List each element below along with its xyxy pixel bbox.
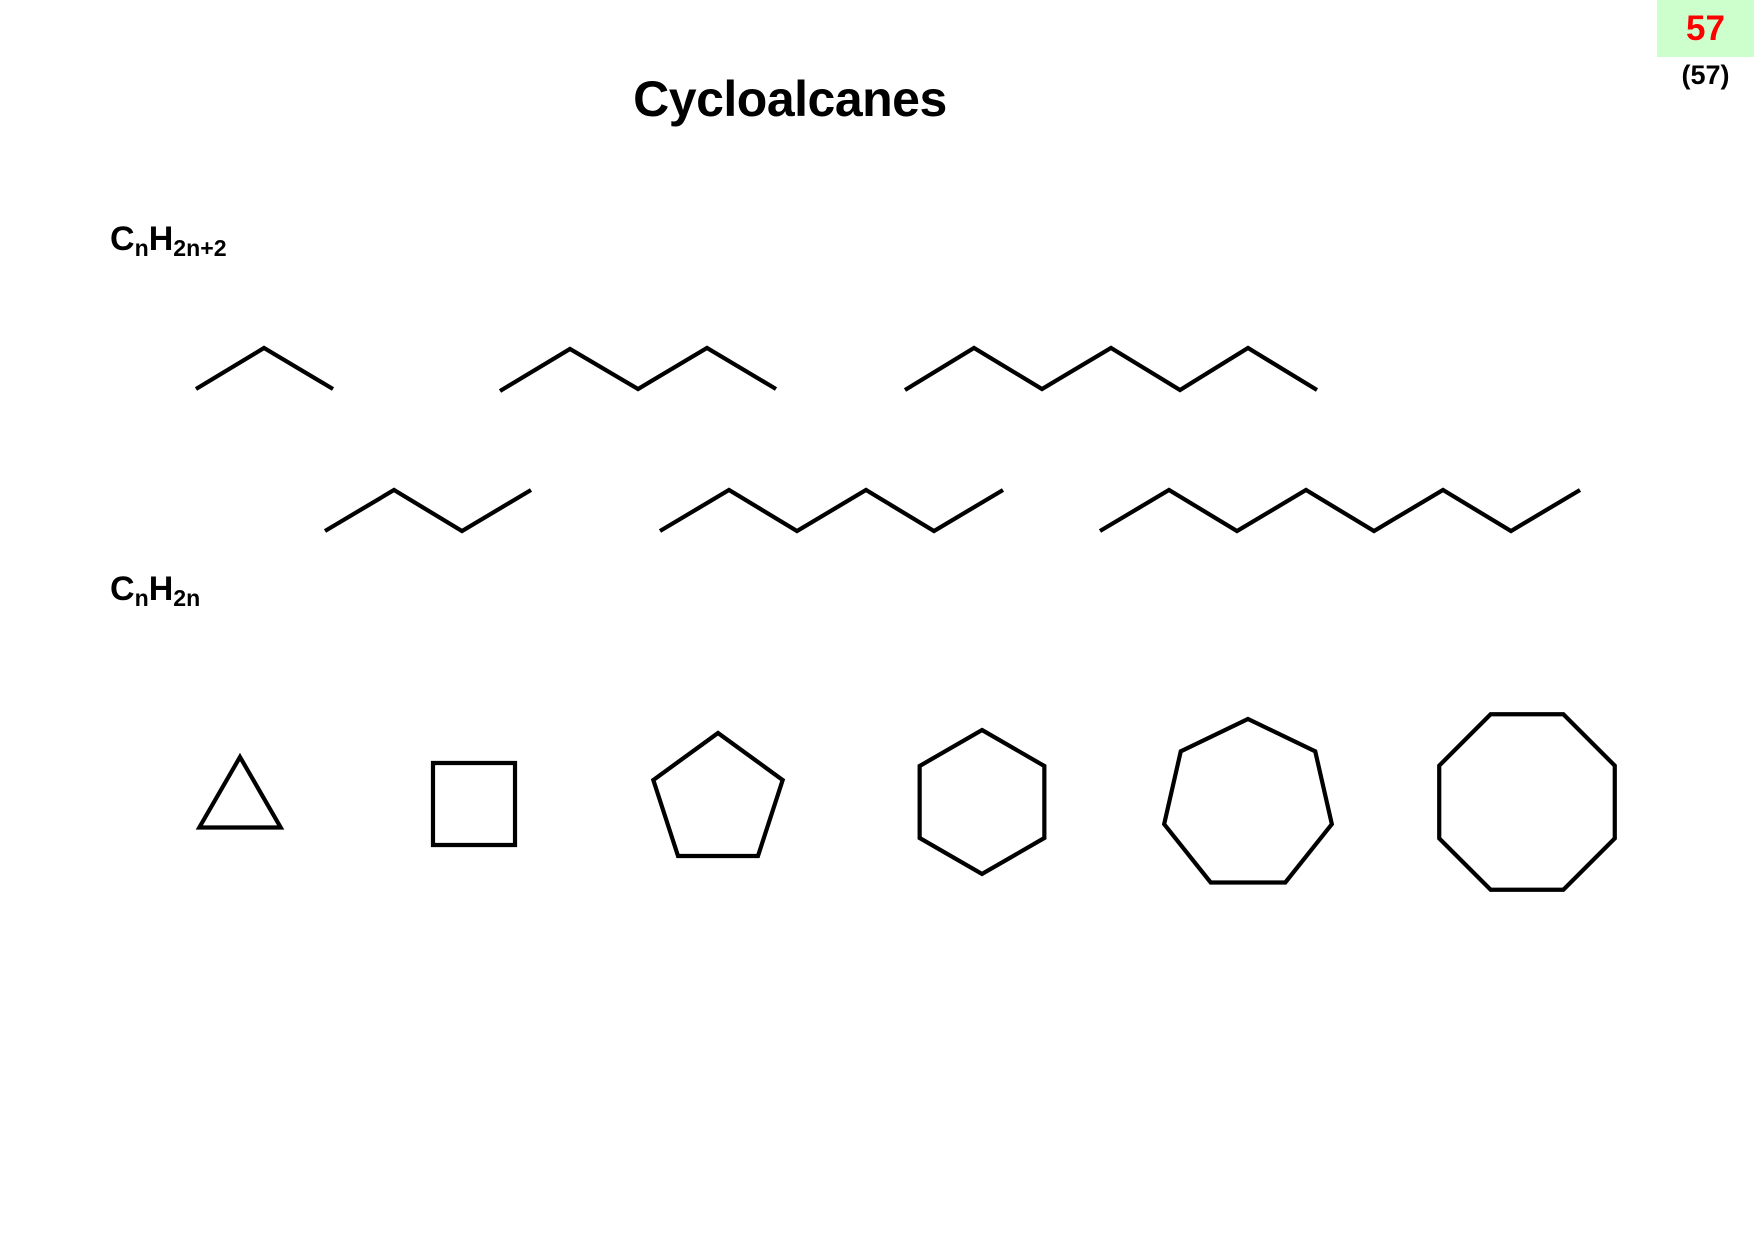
- molecule-cyclooctane: [1437, 712, 1617, 892]
- page-title: Cycloalcanes: [633, 71, 947, 127]
- formula-cycloalkane-c-subscript: n: [134, 585, 149, 612]
- page-reference-text: (57): [1681, 60, 1730, 90]
- formula-alkane-h: H: [148, 220, 174, 258]
- molecule-cyclobutane: [430, 760, 518, 848]
- formula-label-alkane: CnH2n+2: [110, 220, 227, 262]
- formula-alkane-c-subscript: n: [134, 235, 149, 262]
- formula-alkane-h-subscript: 2n+2: [173, 235, 227, 262]
- molecule-octane: [1098, 487, 1582, 534]
- molecule-cyclopropane: [195, 752, 285, 830]
- molecule-propane: [194, 345, 335, 391]
- molecule-cyclohexane: [917, 727, 1047, 877]
- formula-cycloalkane-h-subscript: 2n: [173, 585, 201, 612]
- molecule-butane: [323, 487, 533, 534]
- molecule-pentane: [498, 345, 778, 393]
- molecule-hexane: [658, 487, 1005, 534]
- molecule-cyclopentane: [650, 730, 786, 859]
- page-number-badge: 57: [1657, 0, 1754, 57]
- molecule-heptane: [903, 345, 1319, 393]
- formula-cycloalkane-c: C: [110, 570, 135, 608]
- page-number-text: 57: [1686, 9, 1725, 48]
- formula-alkane-c: C: [110, 220, 135, 258]
- formula-label-cycloalkane: CnH2n: [110, 570, 201, 612]
- molecule-cycloheptane: [1161, 716, 1335, 885]
- formula-cycloalkane-h: H: [148, 570, 174, 608]
